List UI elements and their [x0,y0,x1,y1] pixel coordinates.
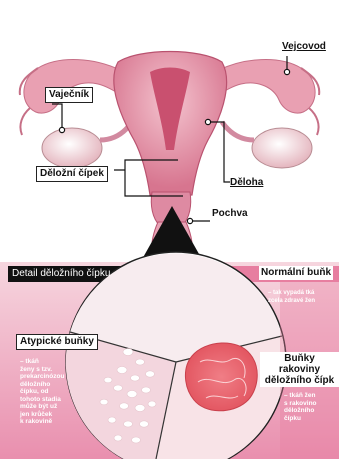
leader-dot-vagina [187,218,192,223]
left-ovary [42,128,102,168]
atypical-cell [127,391,137,398]
atypical-cell [104,377,112,383]
atypical-cell [135,405,145,412]
right-ovarian-ligament [222,122,254,140]
atypical-cell [114,385,123,391]
label-normal-cells: Normální buňk [259,266,333,280]
atypical-cell [140,421,149,427]
label-uterus: Děloha [230,177,263,189]
atypical-cell [114,435,122,441]
atypical-cell [120,403,129,409]
atypical-cell [123,349,133,356]
description-normal: – tak vypadá tká zcela zdravé žen [268,290,315,305]
description-cancer: – tkáň žen s rakovino děložního čípku [284,392,317,422]
right-ovary [252,128,312,168]
cancer-cell-cluster [185,343,257,411]
atypical-cell [142,387,151,393]
atypical-cell [124,421,133,427]
atypical-cell [100,399,108,405]
label-fallopian-tube: Vejcovod [282,41,326,53]
label-cervix: Děložní čípek [36,166,108,182]
leader-dot-fallopian-tube [284,69,289,74]
label-ovary: Vaječník [45,87,93,103]
atypical-cell [132,437,141,443]
label-vagina: Pochva [212,208,248,220]
atypical-cell [146,371,155,377]
leader-dot-uterus [205,119,210,124]
label-detail-title: Detail děložního čípku [12,267,110,280]
atypical-cell [117,367,127,374]
leader-dot-ovary [59,127,64,132]
label-atypical-cells: Atypické buňky [16,334,98,350]
atypical-cell [148,401,156,407]
atypical-cell [136,359,145,365]
atypical-cell [108,417,116,423]
atypical-cell [131,375,140,381]
description-atypical: – tkáň ženy s tzv. prekarcinózou děložní… [20,358,64,426]
label-cancer-cells: Buňky rakoviny děložního čípk [260,352,339,387]
